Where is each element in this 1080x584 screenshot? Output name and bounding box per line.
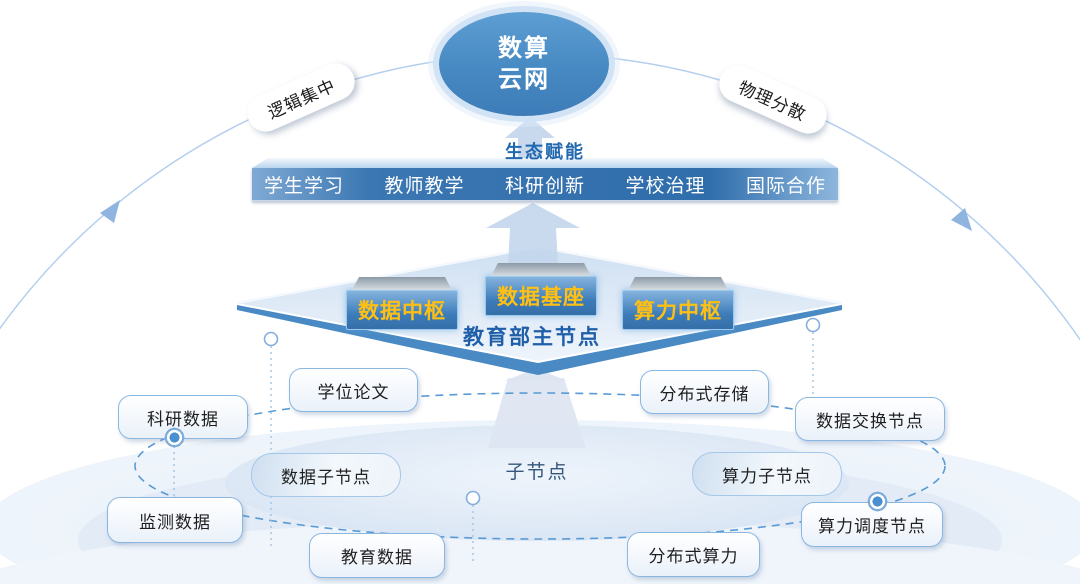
application-bar-front: 学生学习 教师教学 科研创新 学校治理 国际合作 <box>252 168 838 201</box>
arc-arrowhead-right <box>951 208 972 231</box>
app-item-student-learning: 学生学习 <box>264 175 345 197</box>
hub-label: 数据基座 <box>485 276 597 316</box>
master-to-bar-arrow <box>486 203 580 267</box>
app-item-research-innovation: 科研创新 <box>504 175 585 197</box>
connector-center-circle <box>465 490 481 506</box>
hub-label: 数据中枢 <box>346 290 458 330</box>
connection-dot-left <box>164 427 185 448</box>
node-education-data: 教育数据 <box>309 533 445 578</box>
hub-label: 算力中枢 <box>622 290 734 330</box>
connector-left-circle <box>263 331 279 347</box>
node-data-exchange: 数据交换节点 <box>795 397 945 441</box>
app-item-school-governance: 学校治理 <box>625 175 706 197</box>
hub-computing-center: 算力中枢 <box>622 277 734 330</box>
cloud-node: 数算 云网 <box>439 12 609 116</box>
hub-flap <box>491 263 591 276</box>
arc-arrowhead-left <box>100 200 120 223</box>
hub-data-center: 数据中枢 <box>346 277 458 330</box>
bar-to-cloud-arrow <box>505 117 555 159</box>
beam-arrow-body <box>488 378 586 448</box>
node-data-subnode: 数据子节点 <box>251 453 401 497</box>
empowerment-label: 生态赋能 <box>505 142 585 162</box>
subnode-dashed-orbit <box>134 392 946 540</box>
node-monitoring-data: 监测数据 <box>107 497 243 543</box>
master-node-label: 教育部主节点 <box>463 326 601 349</box>
node-distributed-computing: 分布式算力 <box>627 532 760 577</box>
cloud-title-line2: 云网 <box>498 66 550 93</box>
hub-flap <box>628 277 728 290</box>
node-degree-thesis: 学位论文 <box>289 368 418 412</box>
app-item-teacher-teaching: 教师教学 <box>384 175 465 197</box>
hub-flap <box>352 277 452 290</box>
connector-right-circle <box>805 317 821 333</box>
node-computing-subnode: 算力子节点 <box>692 452 842 496</box>
cloud-title-line1: 数算 <box>498 35 550 62</box>
hub-data-base: 数据基座 <box>485 263 597 316</box>
application-bar: 学生学习 教师教学 科研创新 学校治理 国际合作 <box>252 158 838 201</box>
application-bar-top-face <box>252 158 838 168</box>
connection-dot-right <box>867 491 888 512</box>
subnode-center-label: 子节点 <box>505 462 569 483</box>
app-item-international-cooperation: 国际合作 <box>745 175 826 197</box>
node-distributed-storage: 分布式存储 <box>640 370 769 414</box>
